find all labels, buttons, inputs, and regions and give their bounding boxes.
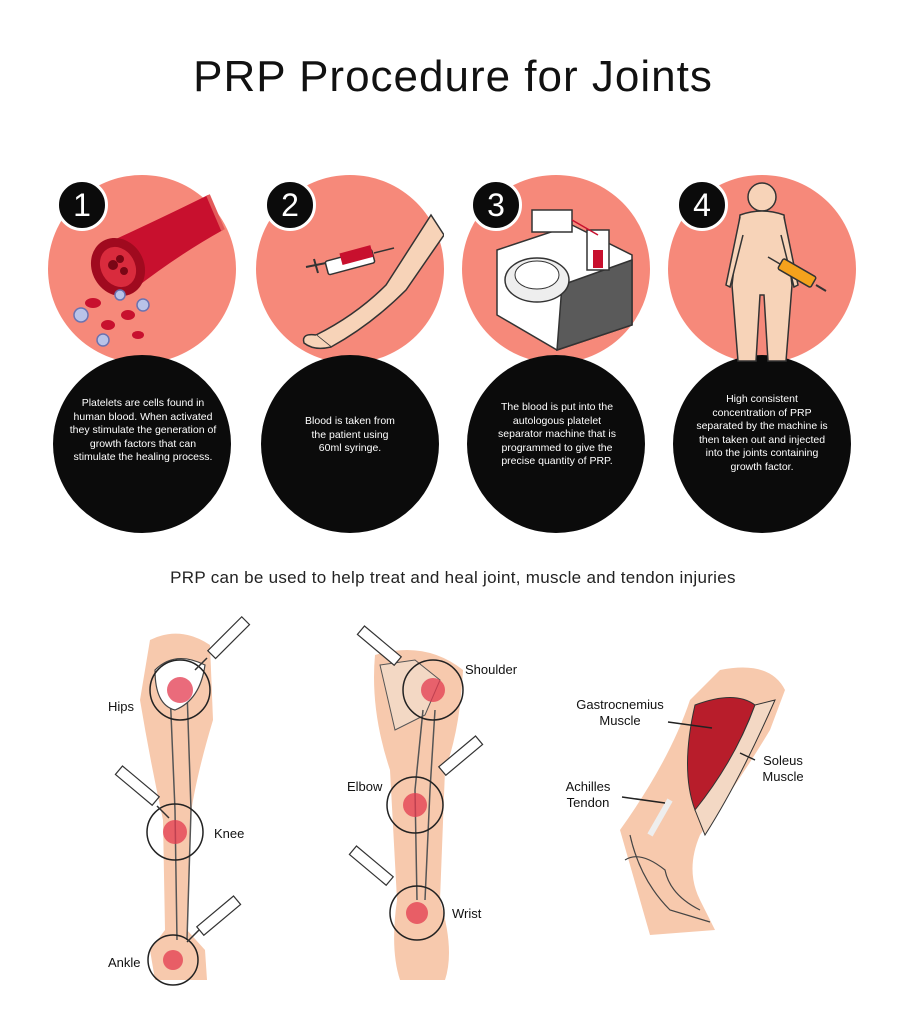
hips-joint-circle bbox=[149, 659, 211, 721]
step-1: 1 Platelets are cells found in human blo… bbox=[48, 175, 238, 533]
syringe-icon-ankle bbox=[186, 895, 242, 943]
leg-diagram bbox=[114, 615, 251, 986]
label-hips: Hips bbox=[108, 699, 135, 714]
label-ankle: Ankle bbox=[108, 955, 141, 970]
ankle-joint-circle bbox=[147, 934, 199, 986]
step-4-number: 4 bbox=[676, 179, 728, 231]
calf-diagram bbox=[620, 667, 785, 935]
shoulder-joint-circle bbox=[402, 659, 464, 721]
wrist-joint-circle bbox=[389, 885, 445, 941]
step-2-number: 2 bbox=[264, 179, 316, 231]
arm-diagram bbox=[348, 625, 484, 980]
separator-machine-icon bbox=[496, 209, 633, 352]
artery-icon bbox=[73, 194, 225, 347]
body-injection-icon bbox=[725, 182, 827, 362]
label-wrist: Wrist bbox=[452, 906, 482, 921]
step-4-desc-circle bbox=[673, 355, 851, 533]
step-2: 2 Blood is taken from the patient using … bbox=[256, 175, 446, 533]
subtitle: PRP can be used to help treat and heal j… bbox=[170, 568, 736, 587]
step-4: 4 High consistent concentration of PRP s… bbox=[668, 175, 858, 533]
label-shoulder: Shoulder bbox=[465, 662, 518, 677]
page-title: PRP Procedure for Joints bbox=[193, 52, 713, 101]
syringe-icon-elbow bbox=[437, 735, 484, 777]
step-3: 3 The blood is put into the autologous p… bbox=[462, 175, 652, 533]
step-1-desc-circle bbox=[53, 355, 231, 533]
step-3-desc-circle bbox=[467, 355, 645, 533]
label-knee: Knee bbox=[214, 826, 245, 841]
arm-syringe-icon bbox=[302, 213, 444, 350]
knee-joint-circle bbox=[146, 803, 204, 861]
step-3-number: 3 bbox=[470, 179, 522, 231]
elbow-joint-circle bbox=[386, 776, 444, 834]
step-2-text: Blood is taken from the patient using 60… bbox=[305, 415, 395, 454]
step-4-text: High consistent concentration of PRP sep… bbox=[696, 393, 828, 473]
step-3-text: The blood is put into the autologous pla… bbox=[498, 401, 616, 467]
step-1-text: Platelets are cells found in human blood… bbox=[69, 397, 217, 463]
step-1-number: 1 bbox=[56, 179, 108, 231]
syringe-icon-shoulder bbox=[356, 625, 403, 667]
step-2-desc-circle bbox=[261, 355, 439, 533]
label-soleus: Soleus Muscle bbox=[762, 753, 804, 784]
label-achilles: Achilles Tendon bbox=[565, 779, 611, 810]
syringe-icon-hips bbox=[194, 615, 251, 671]
label-elbow: Elbow bbox=[347, 779, 383, 794]
syringe-icon-wrist bbox=[348, 845, 395, 887]
label-gastrocnemius: Gastrocnemius Muscle bbox=[576, 697, 664, 728]
syringe-icon-knee bbox=[114, 765, 170, 819]
